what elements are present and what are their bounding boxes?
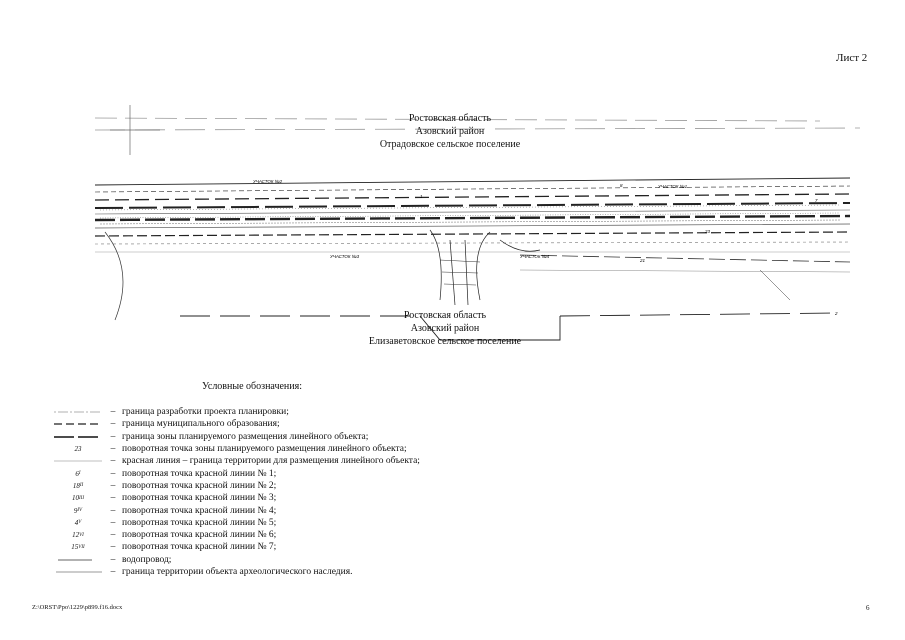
legend-symbol-number: 15 xyxy=(71,543,79,552)
legend-dash: – xyxy=(110,493,116,504)
legend-dash: – xyxy=(110,456,116,467)
legend-symbol-index: I xyxy=(78,471,81,477)
legend-dash: – xyxy=(110,419,116,430)
legend-dash: – xyxy=(110,567,116,577)
legend-symbol-index: VII xyxy=(78,544,85,550)
legend-dash: – xyxy=(110,542,116,553)
legend-title: Условные обозначения: xyxy=(202,381,303,392)
map-label: УЧАСТОК №1 xyxy=(658,184,688,189)
region-line: Азовский район xyxy=(410,323,480,334)
region-line: Ростовская область xyxy=(403,310,487,321)
legend-symbol-number: 12 xyxy=(72,531,80,540)
legend-item: –граница муниципального образования; xyxy=(52,418,532,430)
legend-dash: – xyxy=(110,480,116,491)
legend-text: поворотная точка красной линии № 7; xyxy=(122,542,277,553)
planning-map: УЧАСТОК №2 УЧАСТОК №3 УЧАСТОК №1 УЧАСТОК… xyxy=(94,105,861,341)
legend-text: граница территории объекта археологическ… xyxy=(122,567,353,577)
legend-symbol: 23 xyxy=(52,443,104,455)
legend-dash: – xyxy=(110,444,116,455)
legend-symbol-number: 9 xyxy=(73,506,78,515)
map-label: УЧАСТОК №2 xyxy=(253,179,283,184)
legend-symbol-index: VI xyxy=(79,532,84,538)
legend-item: –граница территории объекта археологичес… xyxy=(52,566,532,578)
legend-symbol-index: V xyxy=(78,520,82,526)
region-label-bottom: Ростовская область Азовский район Елизав… xyxy=(330,309,560,348)
sheet-label: Лист 2 xyxy=(836,52,868,64)
legend-symbol-number: 18 xyxy=(72,481,80,490)
legend-dash: – xyxy=(110,431,116,442)
region-line: Отрадовское сельское поселение xyxy=(379,139,521,150)
legend-symbol xyxy=(52,431,104,443)
legend-symbol-number: 4 xyxy=(74,518,79,527)
legend: –граница разработки проекта планировки;–… xyxy=(52,406,532,578)
legend-symbol xyxy=(52,566,104,578)
map-label: 2 xyxy=(834,311,838,316)
footer-page-number: 6 xyxy=(866,604,870,612)
legend-symbol-number: 6 xyxy=(75,469,79,478)
legend-text: поворотная точка красной линии № 1; xyxy=(122,468,277,479)
legend-text: поворотная точка красной линии № 4; xyxy=(122,505,277,516)
map-label: 8 xyxy=(620,183,623,188)
legend-symbol-number: 10 xyxy=(72,494,79,503)
region-label-top: Ростовская область Азовский район Отрадо… xyxy=(340,112,560,151)
legend-text: поворотная точка красной линии № 3; xyxy=(122,493,277,504)
legend-dash: – xyxy=(110,530,116,541)
legend-text: поворотная точка зоны планируемого разме… xyxy=(122,444,407,455)
legend-text: водопровод; xyxy=(122,554,172,565)
map-label: 23 xyxy=(704,229,711,234)
region-line: Азовский район xyxy=(415,126,485,137)
region-line: Ростовская область xyxy=(408,113,492,124)
legend-text: красная линия – граница территории для р… xyxy=(122,456,420,467)
footer-file-path: Z:\ORST\Ppo\1229\p899.f16.docx xyxy=(32,604,123,611)
legend-item: –граница разработки проекта планировки; xyxy=(52,406,532,418)
legend-dash: – xyxy=(110,468,116,479)
legend-text: поворотная точка красной линии № 6; xyxy=(122,530,277,541)
legend-symbol-index: II xyxy=(79,483,84,489)
legend-item: –водопровод; xyxy=(52,554,532,566)
legend-item: –красная линия – граница территории для … xyxy=(52,455,532,467)
legend-symbol xyxy=(52,406,104,418)
legend-symbol xyxy=(52,554,104,566)
map-label: 7 xyxy=(815,198,818,203)
legend-text: поворотная точка красной линии № 2; xyxy=(122,480,277,491)
legend-symbol-index: IV xyxy=(77,508,83,514)
legend-dash: – xyxy=(110,517,116,528)
legend-text: граница разработки проекта планировки; xyxy=(122,407,289,418)
legend-dash: – xyxy=(110,505,116,516)
legend-item: –граница зоны планируемого размещения ли… xyxy=(52,431,532,443)
map-label: УЧАСТОК №4 xyxy=(520,254,550,259)
legend-symbol xyxy=(52,455,104,467)
legend-symbol-number: 23 xyxy=(74,445,82,454)
region-line: Елизаветовское сельское поселение xyxy=(368,336,522,347)
map-label: УЧАСТОК №3 xyxy=(330,254,360,259)
legend-item: 23 –поворотная точка зоны планируемого ра… xyxy=(52,443,532,455)
legend-dash: – xyxy=(110,407,116,418)
legend-text: поворотная точка красной линии № 5; xyxy=(122,517,277,528)
map-label: 21 xyxy=(639,258,646,263)
legend-dash: – xyxy=(110,554,116,565)
map-label: 1 xyxy=(420,194,423,199)
legend-symbol xyxy=(52,418,104,430)
legend-text: граница зоны планируемого размещения лин… xyxy=(122,431,369,442)
legend-symbol-index: III xyxy=(79,495,84,501)
legend-text: граница муниципального образования; xyxy=(122,419,280,430)
